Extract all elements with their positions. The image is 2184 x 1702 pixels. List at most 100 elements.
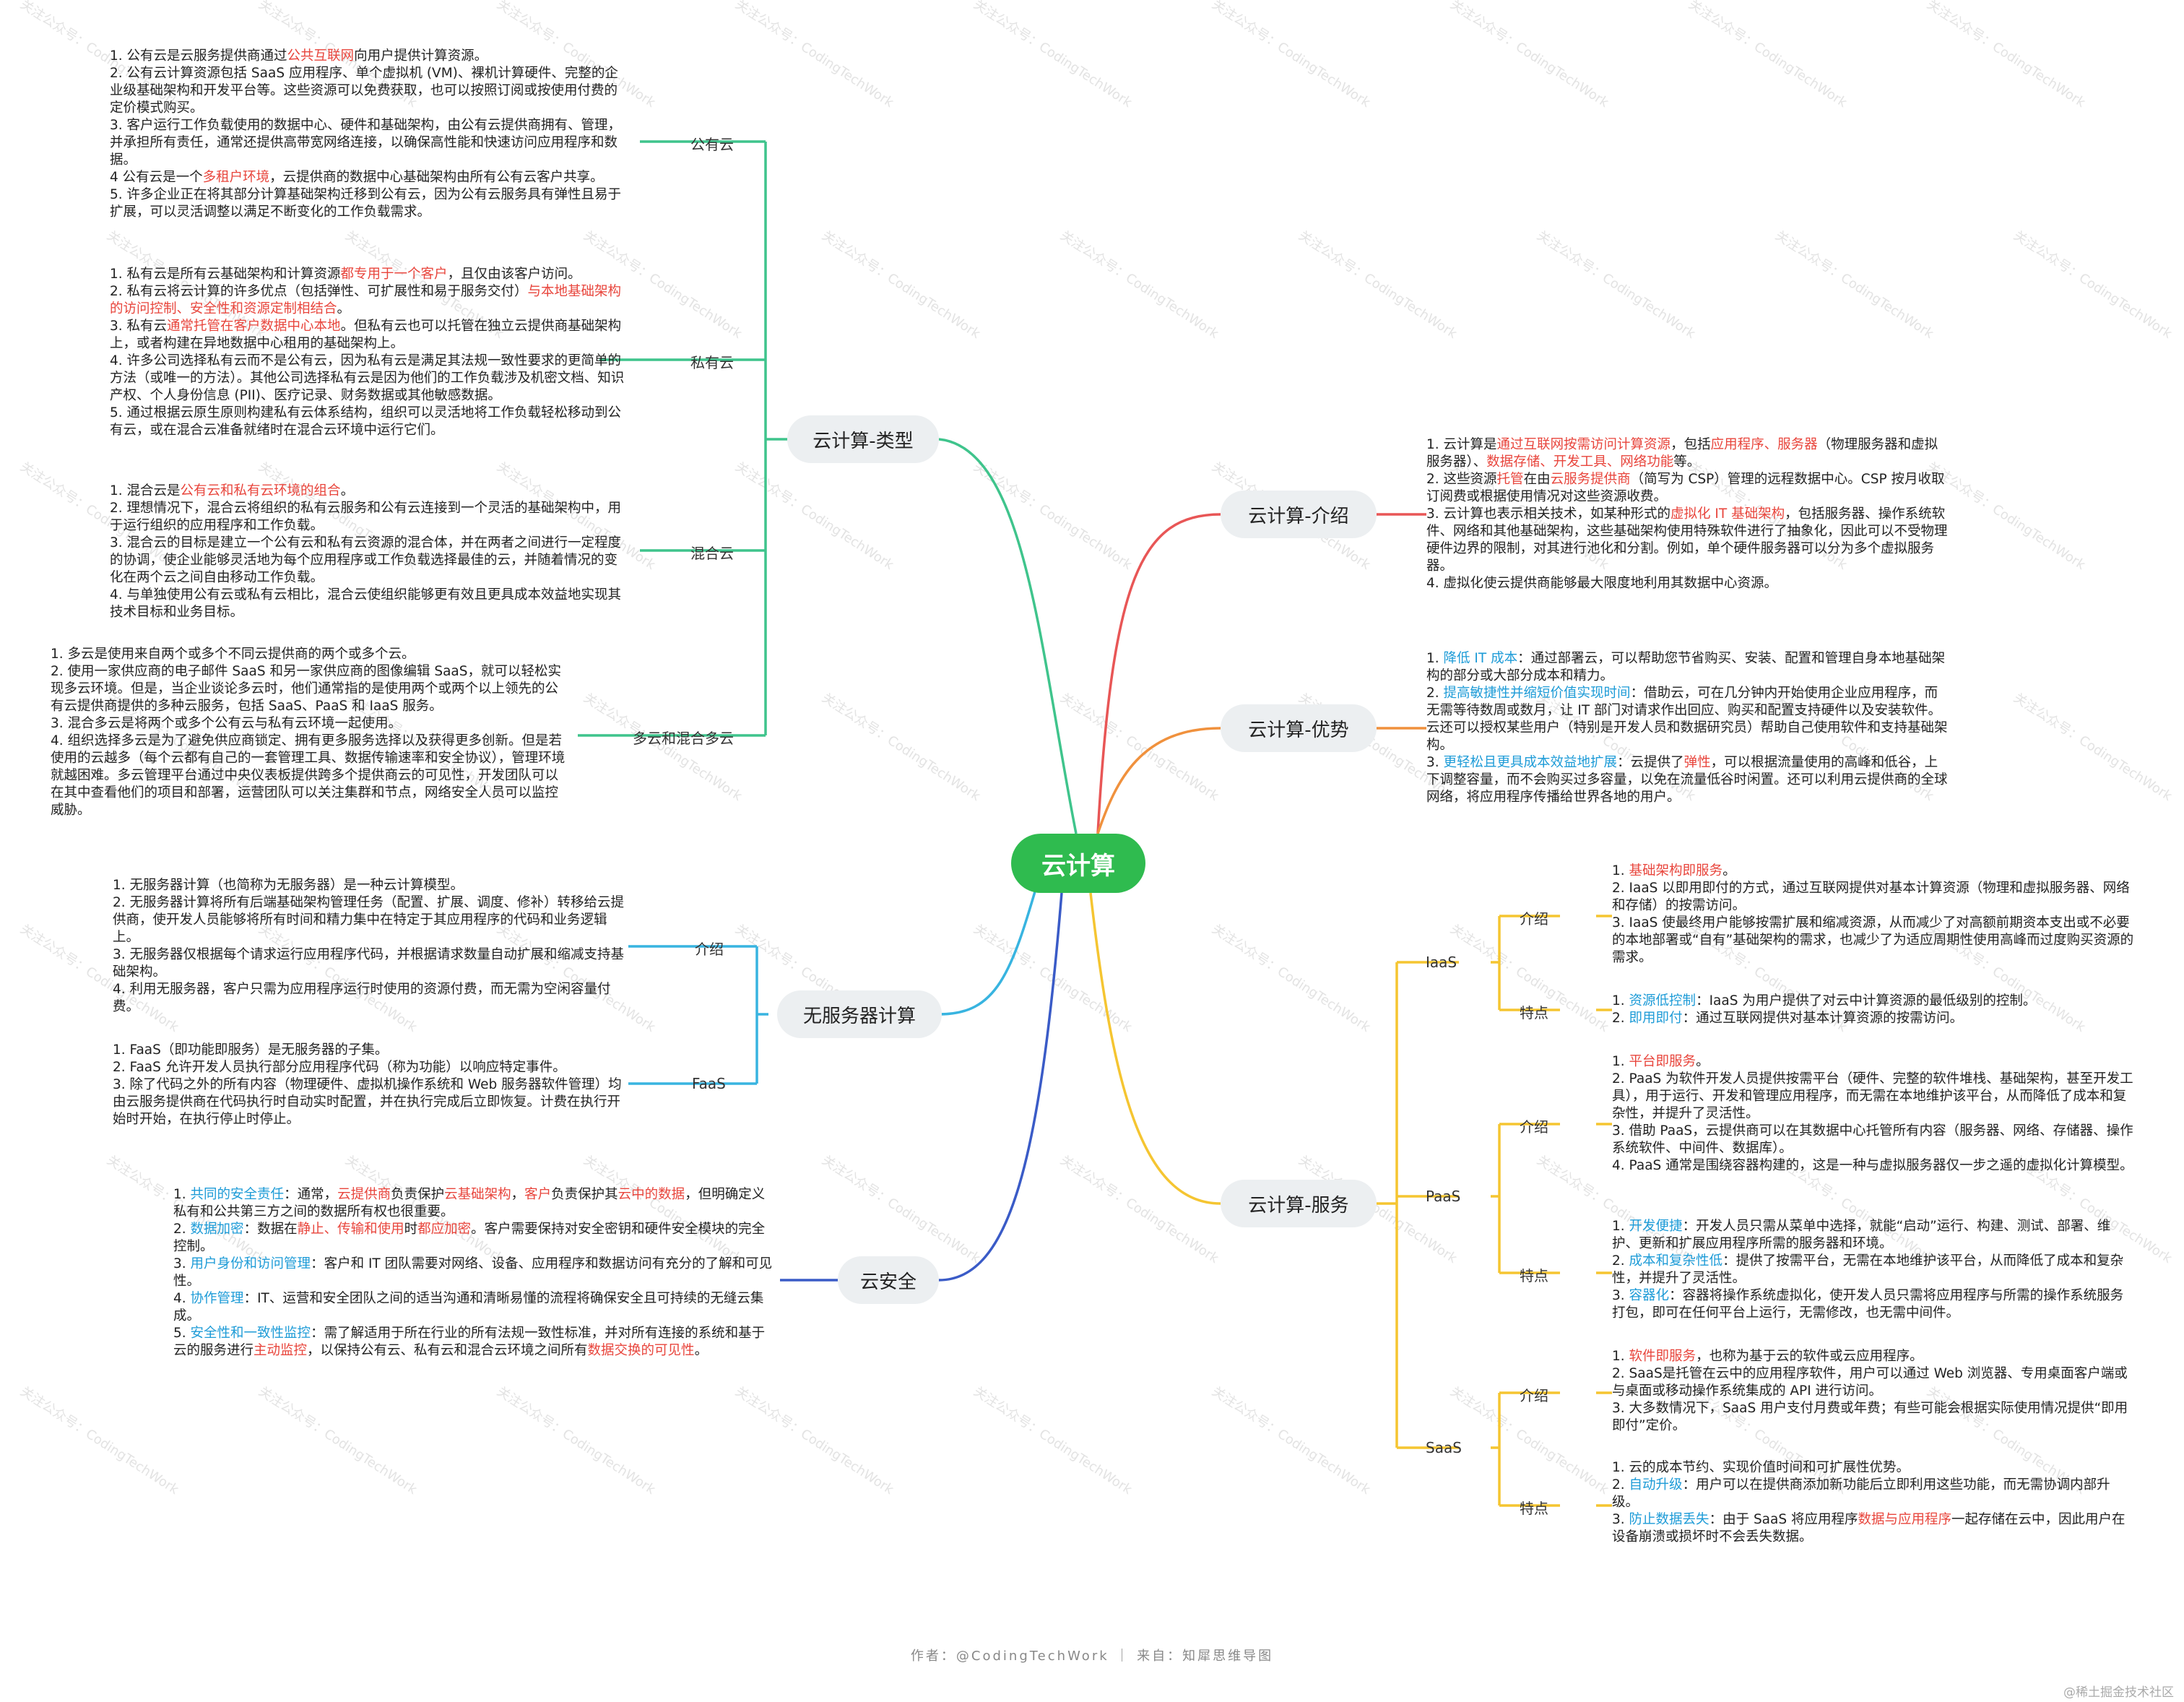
text-iaas-intro: 1. 基础架构即服务。2. IaaS 以即用即付的方式，通过互联网提供对基本计算… bbox=[1612, 863, 2135, 967]
edge-paas-bracket bbox=[1491, 1123, 1560, 1274]
sub-paas[interactable]: PaaS bbox=[1426, 1188, 1461, 1205]
watermark-text: 关注公众号：CodingTechWork bbox=[1209, 1383, 1373, 1498]
sub-saas-features[interactable]: 特点 bbox=[1520, 1500, 1548, 1517]
text-advantages: 1. 降低 IT 成本：通过部署云，可以帮助您节省购买、安装、配置和管理自身本地… bbox=[1426, 650, 1948, 806]
topic-security[interactable]: 云安全 bbox=[838, 1256, 939, 1304]
text-line: 3. IaaS 使最终用户能够按需扩展和缩减资源，从而减少了对高额前期资本支出或… bbox=[1612, 915, 2134, 965]
watermark-text: 关注公众号：CodingTechWork bbox=[2011, 690, 2175, 804]
text-line: 1. 降低 IT 成本：通过部署云，可以帮助您节省购买、安装、配置和管理自身本地… bbox=[1426, 651, 1946, 683]
sub-serverless-intro[interactable]: 介绍 bbox=[695, 941, 724, 958]
text-line: 3. 容器化：容器将操作系统虚拟化，使开发人员只需将应用程序与所需的操作系统服务… bbox=[1612, 1288, 2124, 1321]
watermark-text: 关注公众号：CodingTechWork bbox=[1686, 0, 1850, 111]
text-paas-intro: 1. 平台即服务。 2. PaaS 为软件开发人员提供按需平台（硬件、完整的软件堆… bbox=[1612, 1053, 2135, 1175]
sub-public-cloud[interactable]: 公有云 bbox=[690, 136, 734, 153]
text-line: 2. 自动升级：用户可以在提供商添加新功能后立即利用这些功能，而无需协调内部升级… bbox=[1612, 1477, 2110, 1510]
watermark-text: 关注公众号：CodingTechWork bbox=[1447, 0, 1611, 111]
topic-intro[interactable]: 云计算-介绍 bbox=[1221, 491, 1377, 538]
text-line: 3. 客户运行工作负载使用的数据中心、硬件和基础架构，由公有云提供商拥有、管理，… bbox=[110, 118, 622, 168]
text-line: 1. FaaS（即功能即服务）是无服务器的子集。 bbox=[113, 1042, 389, 1058]
text-line: 2. 即用即付：通过互联网提供对基本计算资源的按需访问。 bbox=[1612, 1011, 1964, 1026]
text-line: 5. 安全性和一致性监控：需了解适用于所在行业的所有法规一致性标准，并对所有连接… bbox=[173, 1326, 766, 1358]
text-line: 1. 软件即服务，也称为基于云的软件或云应用程序。 bbox=[1612, 1349, 1923, 1364]
text-line: 1. 混合云是公有云和私有云环境的组合。 bbox=[110, 483, 355, 498]
sub-saas-intro[interactable]: 介绍 bbox=[1520, 1387, 1548, 1404]
watermark-text: 关注公众号：CodingTechWork bbox=[1534, 228, 1698, 342]
watermark-text: 关注公众号：CodingTechWork bbox=[1772, 228, 1936, 342]
sub-multi-cloud[interactable]: 多云和混合多云 bbox=[633, 730, 734, 747]
text-line: 3. 混合多云是将两个或多个公有云与私有云环境一起使用。 bbox=[51, 716, 402, 731]
text-line: 2. 私有云将云计算的许多优点（包括弹性、可扩展性和易于服务交付）与本地基础架构… bbox=[110, 284, 622, 316]
text-line: 3. 借助 PaaS，云提供商可以在其数据中心托管所有内容（服务器、网络、存储器… bbox=[1612, 1123, 2133, 1156]
watermark-text: 关注公众号：CodingTechWork bbox=[1209, 0, 1373, 111]
watermark-text: 关注公众号：CodingTechWork bbox=[819, 690, 983, 804]
text-line: 1. 共同的安全责任：通常，云提供商负责保护云基础架构，客户负责保护其云中的数据… bbox=[173, 1187, 766, 1219]
watermark-text: 关注公众号：CodingTechWork bbox=[732, 0, 896, 111]
text-line: 3. 更轻松且更具成本效益地扩展：云提供了弹性，可以根据流量使用的高峰和低谷，上… bbox=[1426, 755, 1948, 805]
sub-private-cloud[interactable]: 私有云 bbox=[690, 354, 734, 371]
watermark-text: 关注公众号：CodingTechWork bbox=[1057, 228, 1221, 342]
watermark-text: 关注公众号：CodingTechWork bbox=[971, 1383, 1135, 1498]
footer-credit: 作者：@CodingTechWork ｜ 来自：知犀思维导图 bbox=[910, 1649, 1274, 1664]
text-line: 5. 通过根据云原生原则构建私有云体系结构，组织可以灵活地将工作负载轻松移动到公… bbox=[110, 405, 622, 438]
text-line: 1. 多云是使用来自两个或多个不同云提供商的两个或多个云。 bbox=[51, 647, 415, 662]
watermark-text: 关注公众号：CodingTechWork bbox=[494, 1383, 658, 1498]
text-saas-features: 1. 云的成本节约、实现价值时间和可扩展性优势。2. 自动升级：用户可以在提供商… bbox=[1612, 1459, 2135, 1546]
text-line: 1. 云计算是通过互联网按需访问计算资源，包括应用程序、服务器（物理服务器和虚拟… bbox=[1426, 437, 1938, 470]
text-line: 2. PaaS 为软件开发人员提供按需平台（硬件、完整的软件堆栈、基础架构，甚至… bbox=[1612, 1071, 2133, 1121]
topic-serverless[interactable]: 无服务器计算 bbox=[777, 990, 942, 1038]
text-public-cloud: 1. 公有云是云服务提供商通过公共互联网向用户提供计算资源。 2. 公有云计算资源… bbox=[110, 48, 627, 221]
text-line: 1. 公有云是云服务提供商通过公共互联网向用户提供计算资源。 bbox=[110, 48, 488, 64]
watermark-text: 关注公众号：CodingTechWork bbox=[819, 1152, 983, 1266]
text-security: 1. 共同的安全责任：通常，云提供商负责保护云基础架构，客户负责保护其云中的数据… bbox=[173, 1186, 777, 1360]
sub-iaas-features[interactable]: 特点 bbox=[1520, 1004, 1548, 1021]
watermark-text: 关注公众号：CodingTechWork bbox=[1924, 459, 2088, 573]
topic-services[interactable]: 云计算-服务 bbox=[1221, 1180, 1377, 1227]
watermark-text: 关注公众号：CodingTechWork bbox=[732, 1383, 896, 1498]
sub-saas[interactable]: SaaS bbox=[1426, 1439, 1462, 1456]
text-line: 2. 公有云计算资源包括 SaaS 应用程序、单个虚拟机 (VM)、裸机计算硬件… bbox=[110, 66, 618, 116]
root-node[interactable]: 云计算 bbox=[1011, 834, 1145, 893]
text-line: 4. 组织选择多云是为了避免供应商锁定、拥有更多服务选择以及获得更多创新。但是若… bbox=[51, 733, 566, 818]
text-line: 3. 私有云通常托管在客户数据中心本地。但私有云也可以托管在独立云提供商基础架构… bbox=[110, 319, 622, 351]
edge-root-service bbox=[1089, 892, 1221, 1205]
text-paas-features: 1. 开发便捷：开发人员只需从菜单中选择，就能“启动”运行、构建、测试、部署、维… bbox=[1612, 1218, 2135, 1322]
watermark-text: 关注公众号：CodingTechWork bbox=[1924, 0, 2088, 111]
text-line: 3. 用户身份和访问管理：客户和 IT 团队需要对网络、设备、应用程序和数据访问… bbox=[173, 1256, 773, 1289]
sub-iaas[interactable]: IaaS bbox=[1426, 954, 1457, 971]
text-iaas-features: 1. 资源低控制：IaaS 为用户提供了对云中计算资源的最低级别的控制。 2. 即… bbox=[1612, 993, 2135, 1027]
watermark-text: 关注公众号：CodingTechWork bbox=[1209, 921, 1373, 1035]
text-multi-cloud: 1. 多云是使用来自两个或多个不同云提供商的两个或多个云。 2. 使用一家供应商的… bbox=[51, 646, 568, 819]
watermark-text: 关注公众号：CodingTechWork bbox=[732, 459, 896, 573]
topic-types[interactable]: 云计算-类型 bbox=[787, 415, 939, 463]
watermark-text: 关注公众号：CodingTechWork bbox=[971, 921, 1135, 1035]
topic-advantages[interactable]: 云计算-优势 bbox=[1221, 704, 1377, 752]
text-line: 4. 许多公司选择私有云而不是公有云，因为私有云是满足其法规一致性要求的更简单的… bbox=[110, 353, 625, 403]
edge-serverless-bracket bbox=[755, 946, 768, 1084]
text-line: 1. 平台即服务。 bbox=[1612, 1054, 1710, 1069]
watermark-text: 关注公众号：CodingTechWork bbox=[971, 459, 1135, 573]
text-line: 1. 资源低控制：IaaS 为用户提供了对云中计算资源的最低级别的控制。 bbox=[1612, 993, 2037, 1008]
watermark-text: 关注公众号：CodingTechWork bbox=[1057, 1152, 1221, 1266]
text-line: 4. PaaS 通常是围绕容器构建的，这是一种与虚拟服务器仅一步之遥的虚拟化计算… bbox=[1612, 1158, 2133, 1173]
text-line: 2. SaaS是托管在云中的应用程序软件，用户可以通过 Web 浏览器、专用桌面… bbox=[1612, 1366, 2128, 1399]
text-line: 2. 理想情况下，混合云将组织的私有云服务和公有云连接到一个灵活的基础架构中，用… bbox=[110, 501, 622, 533]
corner-mark: @稀土掘金技术社区 bbox=[2063, 1685, 2174, 1700]
text-line: 2. 无服务器计算将所有后端基础架构管理任务（配置、扩展、调度、修补）转移给云提… bbox=[113, 895, 625, 945]
text-line: 3. 除了代码之外的所有内容（物理硬件、虚拟机操作系统和 Web 服务器软件管理… bbox=[113, 1077, 622, 1127]
sub-faas[interactable]: FaaS bbox=[692, 1075, 726, 1092]
sub-paas-features[interactable]: 特点 bbox=[1520, 1267, 1548, 1284]
text-line: 2. 使用一家供应商的电子邮件 SaaS 和另一家供应商的图像编辑 SaaS，就… bbox=[51, 664, 561, 714]
text-faas: 1. FaaS（即功能即服务）是无服务器的子集。 2. FaaS 允许开发人员执行… bbox=[113, 1042, 627, 1128]
sub-iaas-intro[interactable]: 介绍 bbox=[1520, 910, 1548, 928]
text-line: 5. 许多企业正在将其部分计算基础架构迁移到公有云，因为公有云服务具有弹性且易于… bbox=[110, 187, 622, 220]
sub-paas-intro[interactable]: 介绍 bbox=[1520, 1118, 1548, 1136]
text-serverless-intro: 1. 无服务器计算（也简称为无服务器）是一种云计算模型。2. 无服务器计算将所有… bbox=[113, 877, 627, 1016]
text-line: 2. 这些资源托管在由云服务提供商（简写为 CSP）管理的远程数据中心。CSP … bbox=[1426, 472, 1945, 504]
watermark-text: 关注公众号：CodingTechWork bbox=[1057, 690, 1221, 804]
watermark-text: 关注公众号：CodingTechWork bbox=[256, 1383, 420, 1498]
text-line: 2. FaaS 允许开发人员执行部分应用程序代码（称为功能）以响应特定事件。 bbox=[113, 1060, 566, 1075]
text-line: 4. 协作管理：IT、运营和安全团队之间的适当沟通和清晰易懂的流程将确保安全且可… bbox=[173, 1291, 764, 1323]
text-line: 2. 提高敏捷性并缩短价值实现时间：借助云，可在几分钟内开始使用企业应用程序，而… bbox=[1426, 686, 1948, 753]
text-line: 1. 私有云是所有云基础架构和计算资源都专用于一个客户，且仅由该客户访问。 bbox=[110, 267, 581, 282]
sub-hybrid-cloud[interactable]: 混合云 bbox=[690, 545, 734, 562]
